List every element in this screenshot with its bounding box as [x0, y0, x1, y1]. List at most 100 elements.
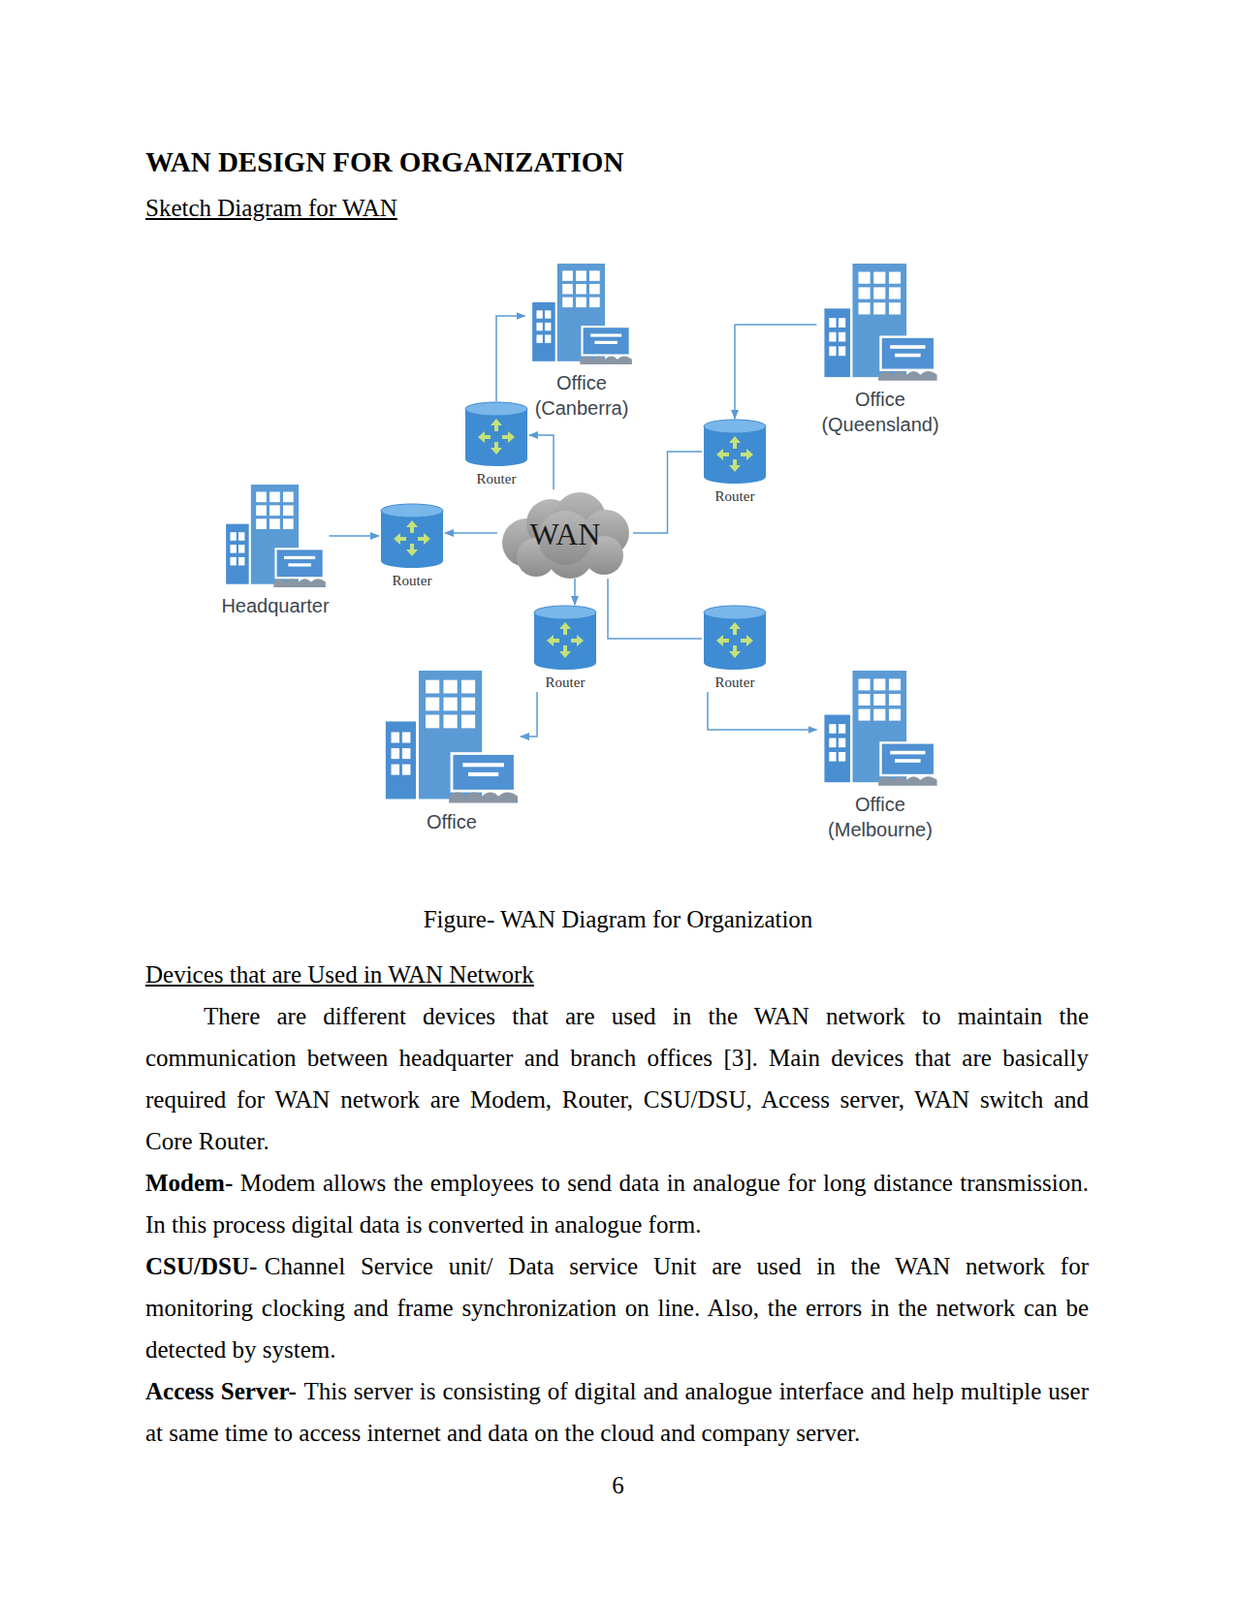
router-top	[380, 504, 444, 518]
window	[857, 272, 870, 285]
router-top	[465, 402, 528, 416]
window	[857, 694, 870, 706]
window	[873, 678, 886, 691]
connector	[573, 578, 576, 605]
router-body	[703, 612, 766, 664]
router-body	[534, 612, 597, 664]
desk-panel	[275, 548, 323, 578]
page-title: WAN DESIGN FOR ORGANIZATION	[145, 145, 624, 179]
building-wing	[385, 721, 416, 799]
window	[588, 297, 600, 309]
router-arrow	[546, 634, 560, 647]
router-icon	[379, 503, 445, 570]
window	[391, 764, 401, 776]
desk-panel	[880, 337, 935, 371]
window	[461, 715, 476, 729]
router-arrow	[716, 448, 729, 461]
router-node: Router	[701, 418, 768, 507]
window	[402, 764, 412, 776]
router-icon	[701, 604, 768, 671]
office-label: Office (Queensland)	[817, 386, 945, 438]
window	[425, 697, 440, 712]
building-wing	[532, 302, 556, 362]
panel-line	[594, 341, 618, 345]
window	[588, 284, 600, 295]
panel-line	[889, 345, 925, 349]
router-base	[465, 452, 528, 467]
body-text: Devices that are Used in WAN Network	[145, 961, 535, 988]
router-arrow	[570, 634, 584, 647]
panel-line	[287, 563, 312, 567]
window	[562, 284, 573, 295]
panel-base	[579, 356, 633, 365]
panel-base	[448, 792, 518, 804]
window	[873, 709, 886, 722]
router-body	[380, 510, 444, 562]
router-top	[703, 605, 766, 620]
body-text: Channel Service unit/ Data service Unit …	[145, 1253, 1089, 1363]
panel-line	[894, 759, 921, 763]
building-icon	[382, 670, 521, 805]
window	[857, 302, 870, 315]
window	[543, 322, 550, 331]
window	[837, 752, 845, 762]
window	[828, 738, 836, 749]
panel-base	[878, 371, 938, 381]
office-label: Office (Canberra)	[525, 370, 639, 421]
router-node: Router	[532, 604, 599, 693]
window	[391, 748, 401, 760]
body-text: Modem allows the employees to send data …	[145, 1170, 1089, 1238]
window	[575, 284, 587, 295]
router-label: Router	[715, 672, 756, 693]
panel-line	[284, 556, 316, 560]
router-base	[380, 554, 444, 569]
window	[575, 297, 587, 309]
router-arrow	[490, 418, 503, 432]
window	[443, 715, 457, 729]
panel-line	[894, 353, 921, 358]
router-base	[703, 656, 766, 670]
connector	[520, 692, 538, 737]
office-building: Office (Queensland)	[817, 263, 945, 438]
window	[837, 317, 845, 328]
term-lead: Access Server-	[145, 1378, 297, 1405]
window	[543, 335, 550, 344]
window	[857, 678, 870, 691]
window	[562, 270, 573, 282]
panel-line	[889, 751, 925, 756]
window	[588, 270, 600, 282]
router-label: Router	[476, 469, 517, 489]
window	[828, 332, 836, 343]
body-text: Devices that are Used in WAN NetworkTher…	[145, 953, 1089, 1455]
window	[828, 317, 836, 328]
building-icon	[822, 670, 940, 788]
window	[402, 731, 412, 743]
office-building: Office (Canberra)	[525, 263, 639, 421]
window	[837, 724, 845, 734]
connector	[444, 532, 498, 535]
router-arrow	[559, 622, 571, 635]
window	[461, 697, 476, 712]
desk-panel	[451, 754, 515, 793]
cloud-label: WAN	[530, 516, 602, 552]
paragraph: Modem-Modem allows the employees to send…	[145, 1162, 1089, 1246]
connector	[607, 578, 702, 639]
building-icon	[530, 263, 634, 366]
window	[536, 310, 542, 318]
window	[425, 715, 440, 729]
window	[887, 272, 900, 285]
window	[536, 322, 542, 331]
figure-caption: Figure- WAN Diagram for Organization	[0, 905, 1236, 935]
window	[575, 270, 587, 282]
building-icon	[822, 263, 940, 382]
window	[255, 518, 267, 530]
router-arrow	[740, 634, 754, 647]
body-text: There are different devices that are use…	[145, 1003, 1089, 1155]
paragraph: CSU/DSU-Channel Service unit/ Data servi…	[145, 1245, 1089, 1371]
building-wing	[824, 715, 851, 784]
window	[402, 748, 412, 760]
building-icon	[223, 484, 328, 589]
window	[443, 680, 457, 695]
connector	[734, 324, 818, 419]
router-arrow	[728, 645, 741, 659]
